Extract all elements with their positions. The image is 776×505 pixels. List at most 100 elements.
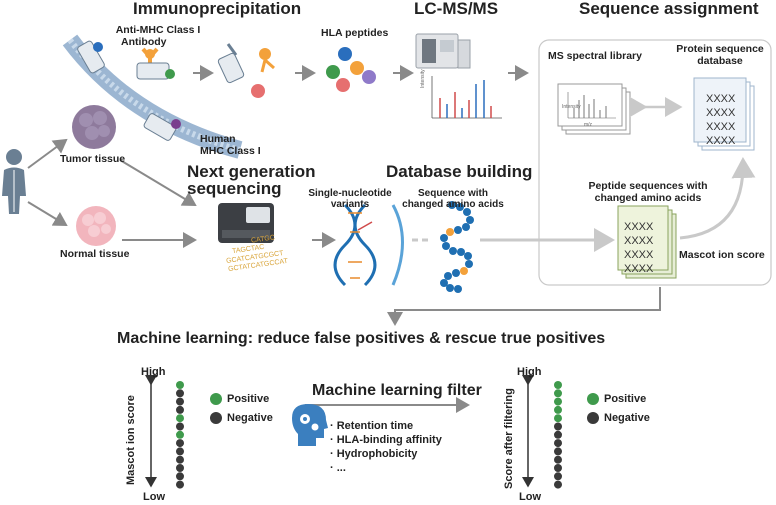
positive-bead bbox=[176, 430, 184, 439]
tumor-tissue-icon bbox=[72, 105, 116, 149]
database-sequence-line: XXXX bbox=[706, 93, 736, 105]
left-bead-column bbox=[176, 381, 184, 489]
label-hla-peptides: HLA peptides bbox=[321, 27, 389, 39]
amino-acid-bead bbox=[457, 248, 465, 256]
amino-acid-bead bbox=[446, 228, 454, 236]
amino-acid-bead bbox=[466, 216, 474, 224]
negative-bead bbox=[554, 447, 562, 456]
legend-negative-dot-right bbox=[587, 412, 599, 424]
negative-bead bbox=[554, 439, 562, 448]
ms-library-card bbox=[557, 83, 631, 135]
amino-acid-bead bbox=[442, 242, 450, 250]
header-database-building: Database building bbox=[386, 162, 533, 181]
amino-acid-bead bbox=[462, 223, 470, 231]
positive-bead bbox=[176, 414, 184, 423]
mrna-strand-icon bbox=[391, 204, 404, 286]
label-protein-db: Protein sequence database bbox=[668, 43, 772, 67]
negative-bead bbox=[554, 422, 562, 431]
amino-acid-bead bbox=[463, 208, 471, 216]
left-high-label: High bbox=[141, 366, 166, 378]
right-legend-positive: Positive bbox=[604, 393, 647, 405]
header-lcms: LC-MS/MS bbox=[414, 0, 499, 18]
label-ms-spectral-library: MS spectral library bbox=[548, 50, 642, 62]
negative-bead bbox=[176, 464, 184, 472]
database-sequence-line: XXXX bbox=[706, 135, 736, 147]
negative-bead bbox=[176, 422, 184, 431]
legend-positive-dot-right bbox=[587, 393, 599, 405]
normal-tissue-icon bbox=[76, 206, 116, 246]
negative-bead bbox=[176, 480, 184, 489]
ml-feature-item: · HLA-binding affinity bbox=[330, 434, 442, 446]
amino-acid-bead bbox=[464, 252, 472, 260]
label-seq-changed-line2: changed amino acids bbox=[402, 199, 504, 210]
hla-peptides-icon bbox=[326, 47, 376, 92]
antibody-icon bbox=[136, 47, 175, 80]
amino-acid-bead bbox=[449, 247, 457, 255]
amino-acid-bead bbox=[460, 267, 468, 275]
arrow-tumor-to-ngs bbox=[119, 159, 197, 207]
database-sequence-line: XXXX bbox=[706, 121, 736, 133]
negative-bead bbox=[554, 480, 562, 489]
amino-acid-chain-icon bbox=[440, 201, 474, 293]
header-ml-title: Machine learning: reduce false positives… bbox=[117, 330, 606, 347]
positive-bead bbox=[554, 414, 562, 423]
dna-helix-icon bbox=[333, 203, 377, 287]
amino-acid-bead bbox=[465, 260, 473, 268]
label-peptide-changed: Peptide sequences with changed amino aci… bbox=[568, 180, 728, 204]
right-axis-label: Score after filtering bbox=[503, 388, 515, 489]
arrow-to-normal bbox=[27, 201, 68, 227]
positive-bead bbox=[554, 381, 562, 389]
negative-bead bbox=[176, 455, 184, 464]
amino-acid-bead bbox=[452, 269, 460, 277]
peptide-card bbox=[617, 205, 677, 279]
header-ml-filter: Machine learning filter bbox=[312, 382, 482, 399]
peptide-sequence-line: XXXX bbox=[624, 263, 654, 275]
header-sequence-assignment: Sequence assignment bbox=[579, 0, 759, 18]
right-bead-column bbox=[554, 381, 562, 489]
left-axis-label: Mascot ion score bbox=[125, 395, 137, 485]
label-normal-tissue: Normal tissue bbox=[60, 248, 130, 260]
peptide-sequence-line: XXXX bbox=[624, 221, 654, 233]
right-legend-negative: Negative bbox=[604, 412, 650, 424]
amino-acid-bead bbox=[446, 284, 454, 292]
label-peptide-changed-line2: changed amino acids bbox=[594, 192, 702, 204]
negative-bead bbox=[176, 397, 184, 406]
amino-acid-bead bbox=[440, 234, 448, 242]
amino-acid-bead bbox=[444, 272, 452, 280]
label-anti-mhc-line1: Anti-MHC Class I bbox=[115, 24, 201, 36]
legend-negative-dot-left bbox=[210, 412, 222, 424]
peptide-sequence-line: XXXX bbox=[624, 249, 654, 261]
label-protein-db-line1: Protein sequence bbox=[676, 43, 764, 55]
label-peptide-changed-line1: Peptide sequences with bbox=[588, 180, 708, 192]
header-ngs-line1: Next generation bbox=[187, 162, 316, 181]
label-anti-mhc: Anti-MHC Class I Antibody bbox=[113, 24, 203, 48]
lcms-instrument-icon bbox=[415, 33, 471, 69]
amino-acid-bead bbox=[456, 203, 464, 211]
negative-bead bbox=[176, 405, 184, 414]
amino-acid-bead bbox=[454, 226, 462, 234]
amino-acid-bead bbox=[448, 201, 456, 209]
amino-acid-bead bbox=[454, 285, 462, 293]
amino-acid-bead bbox=[440, 279, 448, 287]
label-snv: Single-nucleotide variants bbox=[302, 188, 398, 210]
label-human-mhc: Human MHC Class I bbox=[200, 133, 261, 157]
peptide-sequences: XXXX XXXX XXXX XXXX bbox=[624, 220, 653, 276]
protein-db-card bbox=[693, 77, 755, 151]
label-protein-db-line2: database bbox=[697, 55, 743, 67]
label-tumor-tissue: Tumor tissue bbox=[60, 153, 126, 165]
label-snv-line2: variants bbox=[330, 199, 370, 210]
label-seq-changed: Sequence with changed amino acids bbox=[398, 188, 508, 210]
label-mascot-ion-score: Mascot ion score bbox=[679, 249, 765, 261]
label-anti-mhc-line2: Antibody bbox=[121, 36, 167, 48]
arrow-to-tumor bbox=[27, 138, 68, 169]
header-immunoprecipitation: Immunoprecipitation bbox=[133, 0, 302, 18]
ms-spectrum-icon bbox=[431, 76, 502, 119]
peptide-sequence-line: XXXX bbox=[624, 235, 654, 247]
ml-feature-item: · Hydrophobicity bbox=[330, 448, 418, 460]
negative-bead bbox=[554, 430, 562, 439]
label-snv-line1: Single-nucleotide bbox=[308, 188, 392, 199]
peptides-to-db-arrow bbox=[679, 157, 756, 240]
left-low-label: Low bbox=[143, 491, 165, 503]
